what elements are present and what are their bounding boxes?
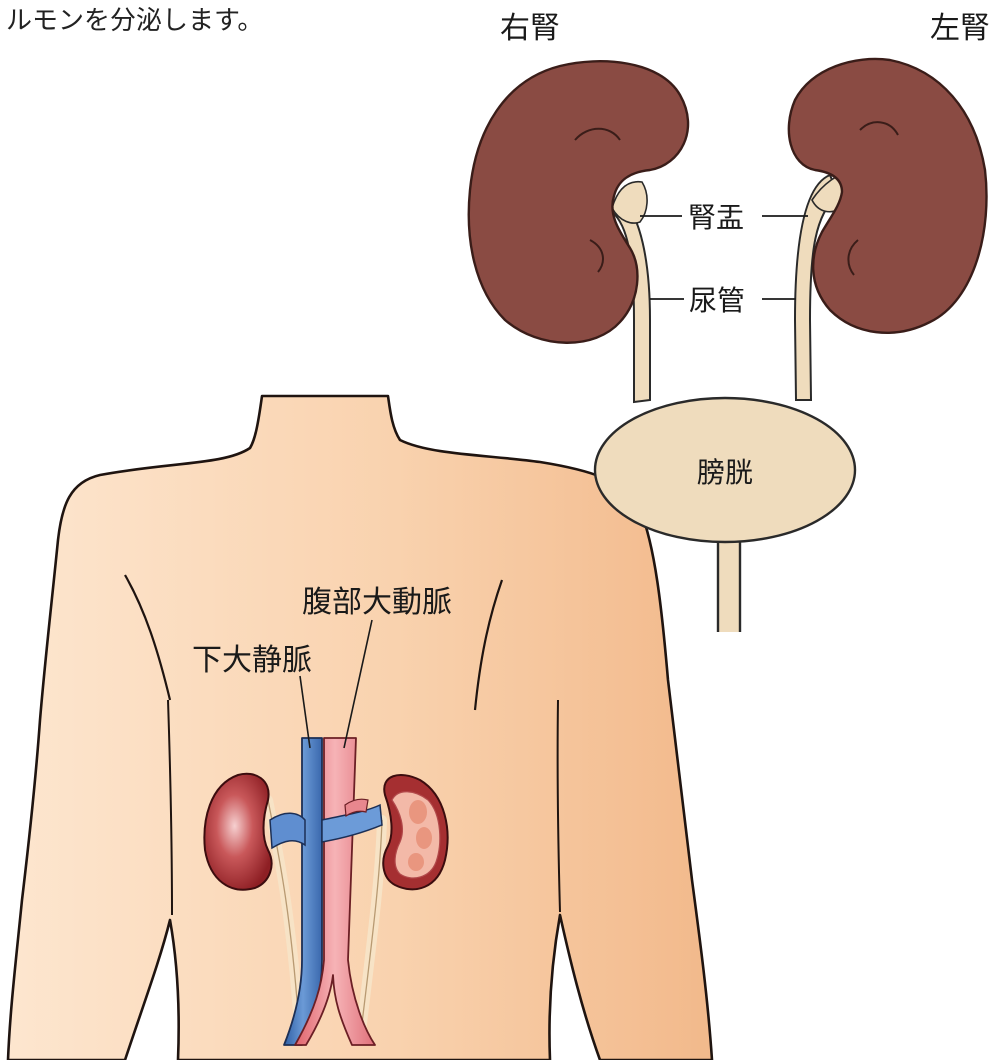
medulla-pyramid-1 bbox=[409, 800, 427, 824]
label-ureter: 尿管 bbox=[689, 284, 745, 317]
medulla-pyramid-3 bbox=[408, 853, 424, 871]
label-right-kidney: 右腎 bbox=[500, 11, 560, 46]
medulla-pyramid-2 bbox=[416, 827, 432, 849]
label-left-kidney: 左腎 bbox=[930, 11, 989, 46]
label-abdominal-aorta: 腹部大動脈 bbox=[302, 585, 452, 620]
right-kidney bbox=[469, 61, 688, 343]
label-bladder: 膀胱 bbox=[697, 456, 753, 489]
label-renal-pelvis: 腎盂 bbox=[688, 201, 744, 234]
urethra bbox=[718, 538, 740, 632]
label-inferior-vena-cava: 下大静脈 bbox=[192, 643, 312, 678]
